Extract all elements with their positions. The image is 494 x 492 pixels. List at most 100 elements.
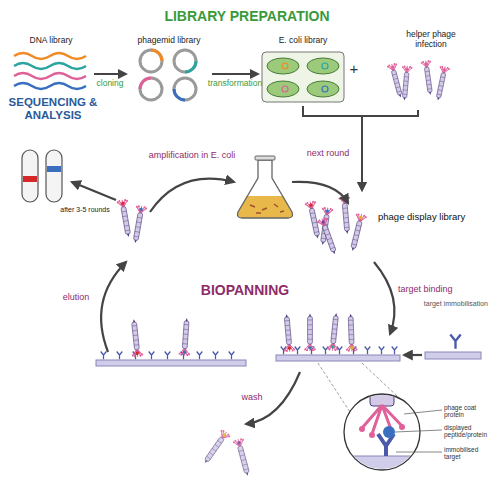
- flask: [238, 160, 293, 218]
- inset-magnifier: [359, 426, 365, 432]
- bound-phages-right: [281, 314, 296, 353]
- dna-strands: [14, 73, 86, 79]
- stage-group: phage coat proteindisplayed peptide/prot…: [340, 392, 492, 472]
- washed-phages: [200, 429, 253, 478]
- sequencing-reads: [47, 166, 61, 172]
- step-label: BIOPANNING: [180, 282, 310, 298]
- ecoli-culture: [307, 58, 339, 74]
- arrow-label: transformation: [203, 79, 267, 89]
- plasmids: [151, 50, 162, 61]
- node-label: E. coli library: [258, 36, 348, 46]
- library-phages: [347, 213, 367, 253]
- node-label: displayed peptide/protein: [444, 424, 492, 439]
- step-label: +: [346, 60, 362, 77]
- inset-magnifier: [340, 392, 430, 476]
- inset-magnifier: [370, 392, 394, 406]
- inset-magnifier: [340, 456, 430, 476]
- sequencing-reads: [22, 150, 62, 202]
- flow-arrow: [362, 110, 418, 190]
- step-label: next round: [304, 148, 352, 158]
- target-strip: [425, 335, 481, 360]
- target-surface-left: [149, 352, 155, 360]
- eluted-phages: [129, 205, 147, 244]
- inset-magnifier: [383, 426, 395, 438]
- helper-phages: [386, 60, 450, 102]
- cycle-arrows: [150, 179, 234, 212]
- step-label: target binding: [398, 284, 478, 294]
- node-label: SEQUENCING & ANALYSIS: [4, 96, 102, 122]
- section-title: LIBRARY PREPARATION: [0, 8, 494, 24]
- plasmids: [174, 78, 196, 100]
- ecoli-culture: [262, 52, 344, 102]
- plasmids: [185, 61, 196, 72]
- stage-group: E. coli library: [258, 36, 348, 106]
- flow-arrow: [94, 73, 126, 75]
- eluted-phages: [116, 199, 134, 238]
- target-surface-right: [295, 347, 301, 355]
- target-surface-left: [178, 318, 192, 357]
- step-label: elution: [56, 292, 96, 302]
- dna-strands: [14, 53, 86, 59]
- plasmids: [140, 78, 162, 100]
- stage-group: helper phage infection: [366, 30, 470, 110]
- ecoli-culture: [307, 81, 339, 97]
- node-label: helper phage infection: [396, 30, 466, 50]
- eluted-phages: [116, 199, 147, 244]
- sequencing-reads: [22, 150, 38, 202]
- sequencing-reads: [23, 176, 37, 182]
- node-label: phagemid library: [126, 36, 212, 46]
- cycle-arrows: [374, 262, 394, 334]
- plasmids: [140, 50, 196, 100]
- target-surface-left: [229, 352, 235, 360]
- flow-arrow: [212, 73, 258, 75]
- plasmids: [140, 78, 151, 89]
- node-label: target immobilisation: [408, 300, 488, 308]
- target-surface-right: [276, 355, 400, 361]
- dna-strands: [14, 63, 86, 69]
- helper-phages: [420, 60, 435, 96]
- ecoli-culture: [322, 86, 328, 92]
- plasmids: [174, 89, 185, 100]
- target-strip: [425, 352, 481, 359]
- helper-phages: [399, 65, 413, 101]
- target-surface-right: [379, 347, 385, 355]
- target-surface-right: [365, 347, 371, 355]
- stage-group: target immobilisation: [408, 300, 488, 366]
- arrow-label: cloning: [78, 79, 142, 89]
- flask: [238, 156, 293, 218]
- dna-strands: [14, 53, 86, 89]
- ecoli-culture: [322, 63, 328, 69]
- ecoli-culture: [282, 86, 288, 92]
- stage-group: phagemid library: [126, 36, 212, 102]
- library-phages: [316, 217, 340, 257]
- flow-arrow: [303, 106, 362, 190]
- dna-strands: [14, 83, 86, 89]
- inset-magnifier: [369, 432, 375, 438]
- bound-phages-right: [304, 313, 316, 351]
- sequencing-reads: [46, 150, 62, 202]
- cycle-arrows: [72, 179, 422, 424]
- cycle-arrows: [72, 182, 116, 200]
- bound-phages-right: [327, 312, 343, 351]
- node-label: immobilised target: [444, 446, 492, 461]
- target-surface-left: [96, 318, 246, 366]
- stage-group: phage display library: [298, 190, 480, 264]
- cycle-arrows: [404, 354, 422, 356]
- stage-group: SEQUENCING & ANALYSIS: [4, 96, 102, 206]
- cycle-arrows: [292, 182, 348, 203]
- target-surface-left: [128, 319, 144, 358]
- library-phages: [304, 200, 323, 240]
- target-surface-left: [117, 352, 123, 360]
- node-label: DNA library: [8, 36, 94, 46]
- stage-group: DNA library: [8, 36, 94, 94]
- bound-phages-right: [345, 313, 358, 351]
- ecoli-culture: [262, 52, 344, 102]
- step-label: wash: [232, 392, 272, 402]
- ecoli-culture: [267, 81, 299, 97]
- ecoli-culture: [282, 63, 288, 69]
- target-surface-left: [96, 360, 246, 366]
- plasmids: [140, 50, 162, 72]
- step-label: after 3-5 rounds: [60, 206, 110, 214]
